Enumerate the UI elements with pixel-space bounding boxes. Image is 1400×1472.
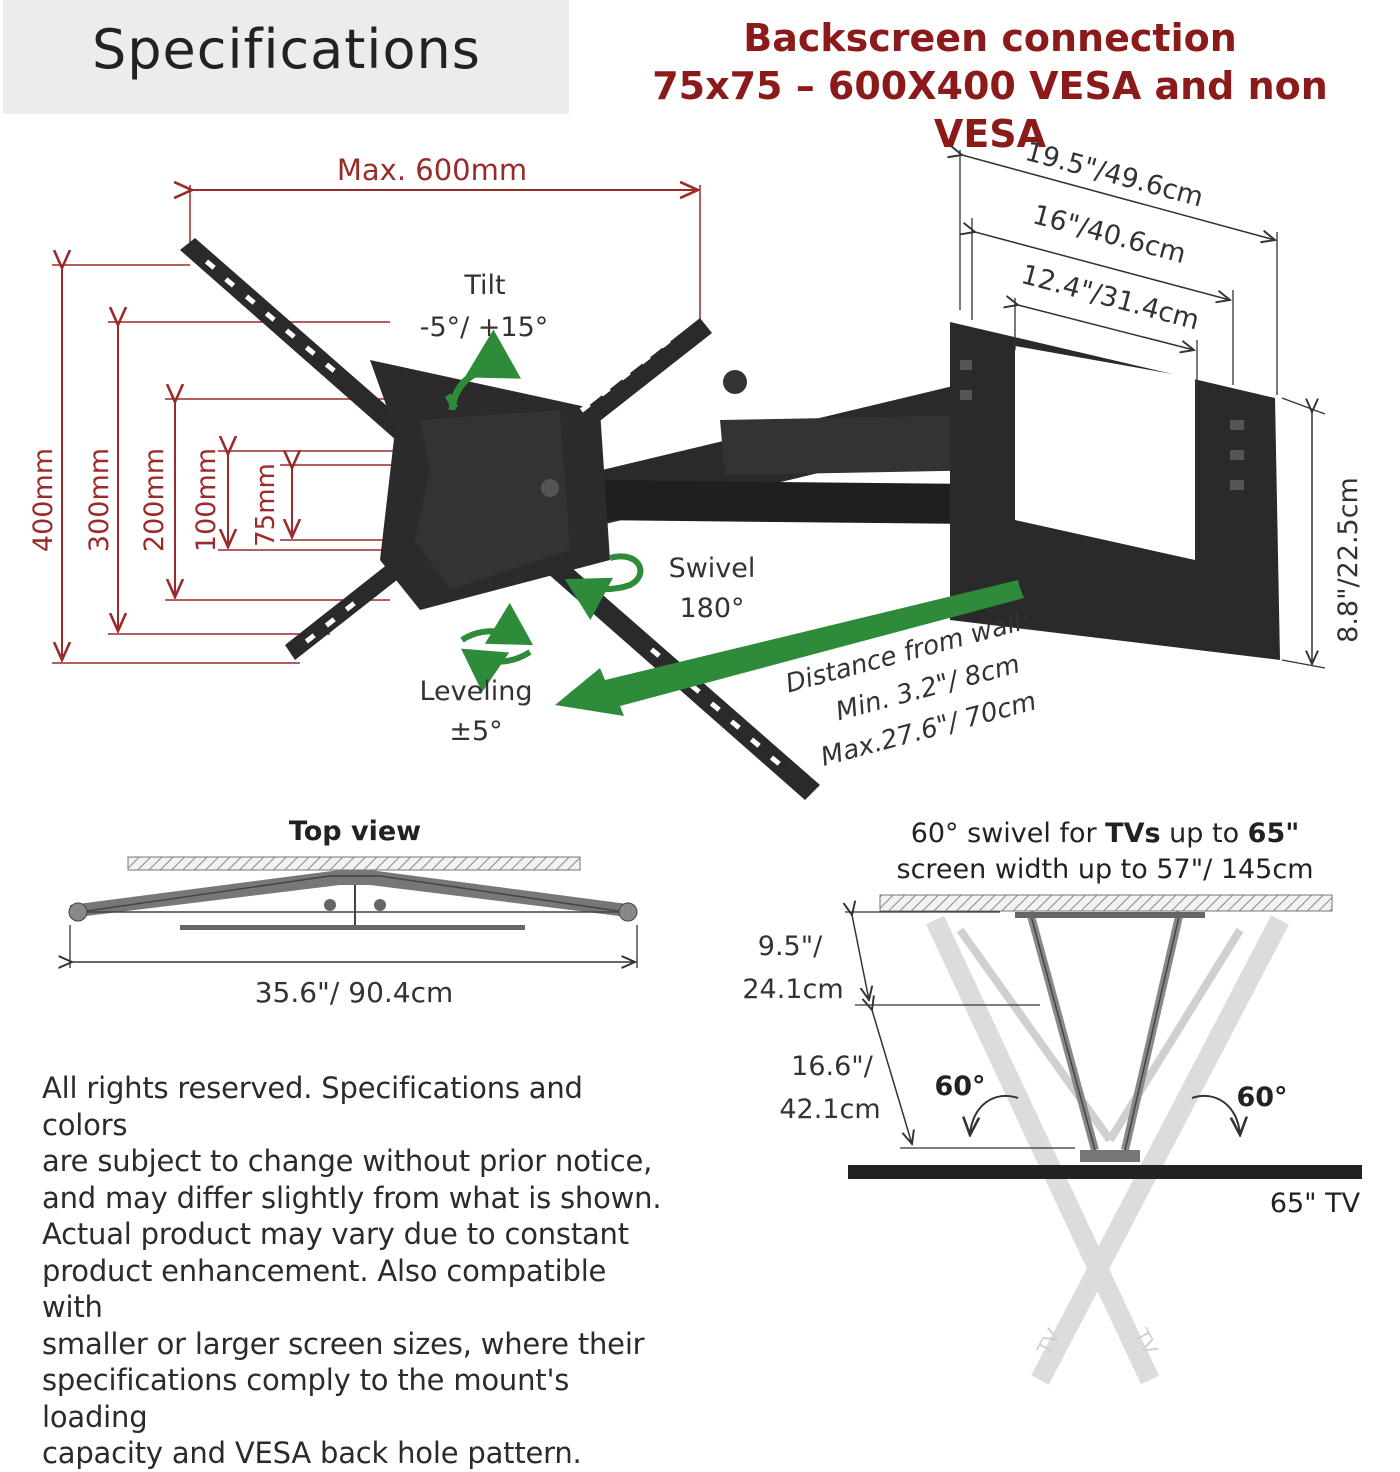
swivel-view-line1-mid: up to [1161,818,1248,849]
wall-plate-width-inner: 12.4"/31.4cm [1018,259,1203,336]
wall-plate [950,322,1280,660]
disclaimer-line: smaller or larger screen sizes, where th… [42,1326,645,1361]
max-width-dimension: Max. 600mm [190,153,701,330]
vesa-400-label: 400mm [28,448,59,552]
top-view-width-label: 35.6"/ 90.4cm [255,976,454,1009]
tv-label: 65" TV [1270,1188,1361,1219]
tv-bracket [180,238,820,800]
tilt-value: -5°/ +15° [420,312,549,343]
top-view-drawing [68,856,638,930]
swivel-arrow [564,553,644,621]
top-view-title: Top view [289,816,421,847]
swivel-view-line2: screen width up to 57"/ 145cm [897,854,1314,885]
tilt-label: Tilt [463,270,505,301]
swivel-angle-right: 60° [1236,1082,1287,1113]
page-title: Specifications [92,18,481,81]
disclaimer-line: All rights reserved. Specifications and … [42,1071,583,1142]
connection-line-1: Backscreen connection [743,16,1237,60]
swivel-view-line1: 60° swivel for TVs up to 65" [911,818,1300,849]
swivel-label: Swivel [669,553,756,584]
disclaimer-line: product enhancement. Also compatible wit… [42,1253,607,1325]
wall-plate-height: 8.8"/22.5cm [1333,477,1364,643]
swivel-angle-left: 60° [934,1071,985,1102]
top-view-width-dimension [70,925,638,968]
vesa-height-dimensions: 400mm 300mm 200mm 100mm 75mm [28,265,440,664]
disclaimer-line: specifications comply to the mount's loa… [42,1363,570,1434]
swivel-value: 180° [679,593,744,624]
disclaimer: All rights reserved. Specifications and … [42,1070,672,1472]
leveling-label: Leveling [419,676,532,707]
tilt-arrow [444,329,522,411]
disclaimer-line: are subject to change without prior noti… [42,1144,653,1178]
disclaimer-line: capacity and VESA back hole pattern. [42,1436,582,1470]
leveling-value: ±5° [449,716,502,747]
disclaimer-line: and may differ slightly from what is sho… [42,1180,662,1215]
mount-diagram: Max. 600mm 400mm 300mm 200mm 100mm 75mm [28,136,1364,1385]
vesa-300-label: 300mm [84,448,115,552]
depth-max-cm: 42.1cm [779,1094,880,1125]
vesa-75-label: 75mm [251,463,281,547]
swivel-view-line1-bold1: TVs [1105,818,1160,849]
swivel-view-line1-prefix: 60° swivel for [911,818,1105,849]
max-width-label: Max. 600mm [337,153,527,187]
depth-max-inches: 16.6"/ [791,1051,874,1082]
swivel-view-drawing [848,894,1362,1385]
swivel-view-line1-bold2: 65" [1248,818,1300,849]
depth-min-inches: 9.5"/ [758,931,823,962]
vesa-100-label: 100mm [191,448,222,552]
depth-min-cm: 24.1cm [742,974,843,1005]
vesa-200-label: 200mm [139,448,170,552]
distance-arrow [555,580,1024,716]
swivel-depth-dimensions [845,912,1075,1149]
disclaimer-line: Actual product may vary due to constant [42,1217,629,1251]
leveling-arrow [460,602,534,693]
header-background [3,0,569,114]
